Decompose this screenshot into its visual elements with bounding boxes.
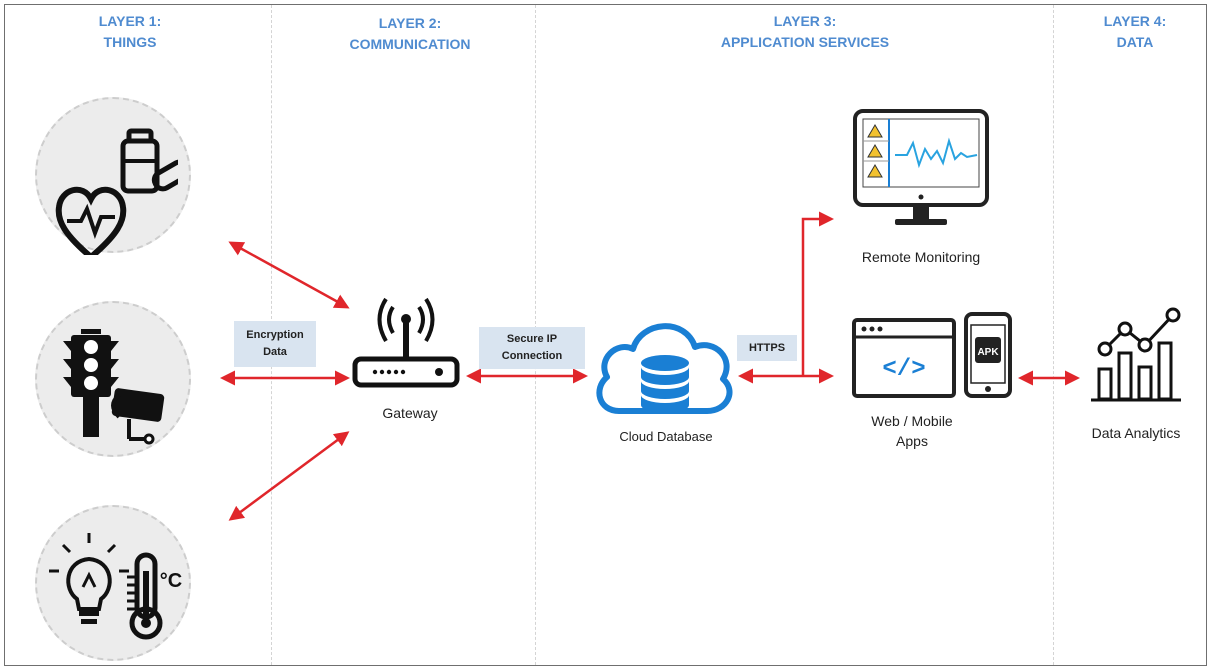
- remote-monitoring-label: Remote Monitoring: [861, 249, 981, 265]
- iot-architecture-diagram: LAYER 1: THINGS LAYER 2: COMMUNICATION L…: [4, 4, 1207, 666]
- layer-2-number: LAYER 2:: [378, 15, 442, 31]
- https-tag: HTTPS: [737, 335, 797, 361]
- layer-1-number: LAYER 1:: [98, 13, 162, 29]
- apk-glyph: APK: [977, 347, 999, 358]
- encryption-tag-line1: Encryption: [246, 329, 304, 341]
- secure-ip-tag-line1: Secure IP: [506, 333, 558, 345]
- layer-4-number: LAYER 4:: [1103, 13, 1167, 29]
- encryption-data-tag: Encryption Data: [234, 321, 316, 367]
- layer-3-title: LAYER 3: APPLICATION SERVICES: [695, 11, 915, 53]
- layer-4-title: LAYER 4: DATA: [1090, 11, 1180, 53]
- traffic-camera-icon: [63, 329, 165, 445]
- secure-ip-tag-line2: Connection: [501, 350, 563, 362]
- cloud-database-label: Cloud Database: [619, 429, 713, 444]
- layer-2-title: LAYER 2: COMMUNICATION: [325, 13, 495, 55]
- layer-4-name: DATA: [1116, 34, 1154, 50]
- web-mobile-label-line1: Web / Mobile: [871, 413, 953, 429]
- layer-divider-3: [1053, 5, 1054, 665]
- environment-devices-circle: [35, 505, 191, 661]
- cloud-database-icon: [596, 323, 733, 414]
- layer-1-name: THINGS: [103, 34, 157, 50]
- layer-2-name: COMMUNICATION: [349, 36, 471, 52]
- mobile-apk-icon: APK: [964, 312, 1012, 398]
- arrow-to-monitoring: [801, 211, 834, 376]
- environment-sensor-icon: °C: [49, 533, 182, 640]
- encryption-tag-line2: Data: [263, 346, 287, 358]
- wifi-router-icon: [352, 297, 460, 388]
- arrow-health-gateway: [228, 241, 350, 309]
- code-glyph: </>: [882, 356, 925, 383]
- https-tag-text: HTTPS: [748, 341, 786, 354]
- web-mobile-apps-label: Web / Mobile Apps: [847, 411, 977, 451]
- health-icon: [55, 128, 178, 255]
- layer-3-number: LAYER 3:: [773, 13, 837, 29]
- analytics-chart-icon: [1091, 307, 1181, 402]
- layer-3-name: APPLICATION SERVICES: [720, 34, 890, 50]
- celsius-symbol: °C: [160, 570, 182, 592]
- secure-ip-tag: Secure IP Connection: [479, 327, 585, 369]
- layer-1-title: LAYER 1: THINGS: [65, 11, 195, 53]
- gateway-label: Gateway: [382, 405, 438, 421]
- connector-arrows: [220, 211, 1080, 521]
- health-devices-circle: [35, 97, 191, 253]
- data-analytics-label: Data Analytics: [1091, 425, 1181, 441]
- web-mobile-label-line2: Apps: [896, 433, 928, 449]
- arrow-environment-gateway: [228, 431, 350, 521]
- web-app-icon: </>: [852, 318, 956, 398]
- monitor-icon: [853, 109, 989, 225]
